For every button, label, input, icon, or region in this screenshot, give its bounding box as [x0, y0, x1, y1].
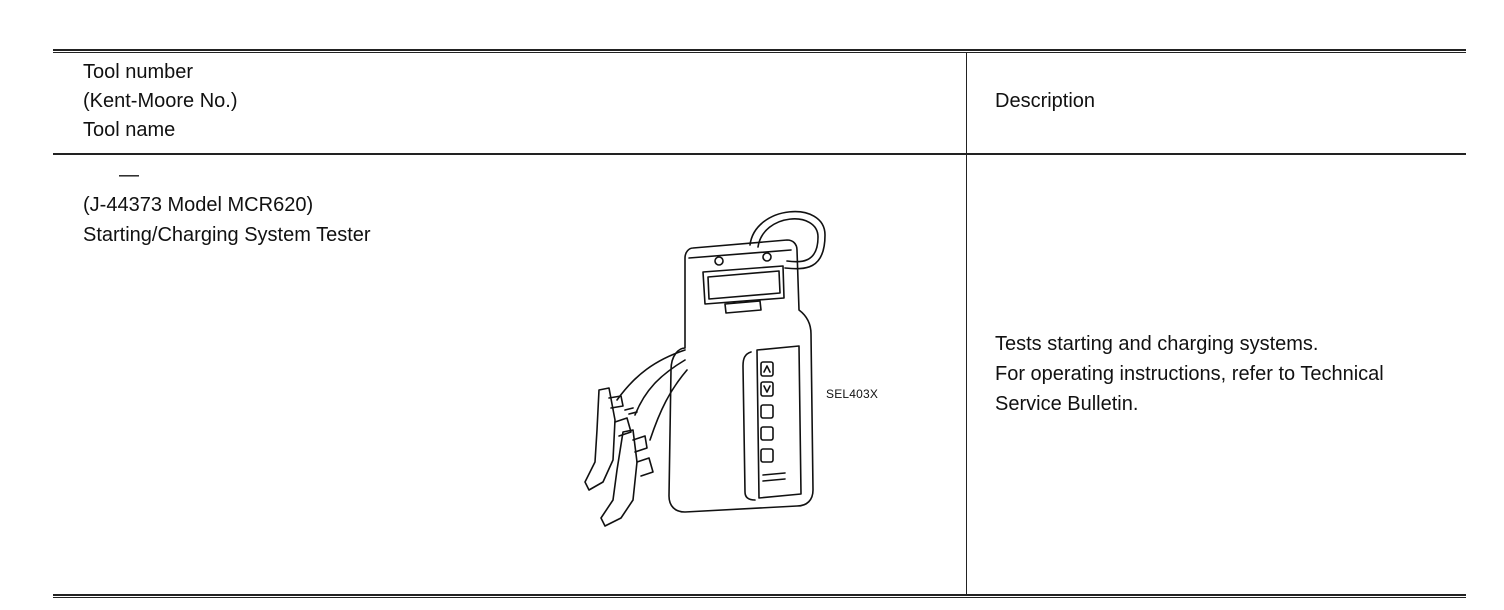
figure-code: SEL403X [826, 387, 879, 401]
description-line-3: Service Bulletin. [995, 393, 1139, 415]
header-tool-number: Tool number [83, 61, 194, 83]
tool-name: Starting/Charging System Tester [83, 224, 371, 246]
description-line-1: Tests starting and charging systems. [995, 333, 1319, 355]
header-tool-columns: Tool number (Kent-Moore No.) Tool name [83, 58, 238, 145]
header-separator-rule [53, 153, 1466, 155]
table-bottom-rule [53, 594, 1466, 598]
table-row-description: Tests starting and charging systems. For… [995, 329, 1384, 419]
battery-tester-illustration [584, 210, 826, 527]
table-row-tool-info: — (J-44373 Model MCR620) Starting/Chargi… [83, 160, 371, 250]
header-description: Description [995, 90, 1096, 112]
table-top-rule [53, 49, 1466, 53]
header-kent-moore-no: (Kent-Moore No.) [83, 90, 238, 112]
kent-moore-number: (J-44373 Model MCR620) [83, 194, 314, 216]
description-line-2: For operating instructions, refer to Tec… [995, 363, 1384, 385]
tool-number-value: — [119, 164, 139, 186]
column-divider [966, 53, 967, 595]
header-tool-name: Tool name [83, 119, 176, 141]
